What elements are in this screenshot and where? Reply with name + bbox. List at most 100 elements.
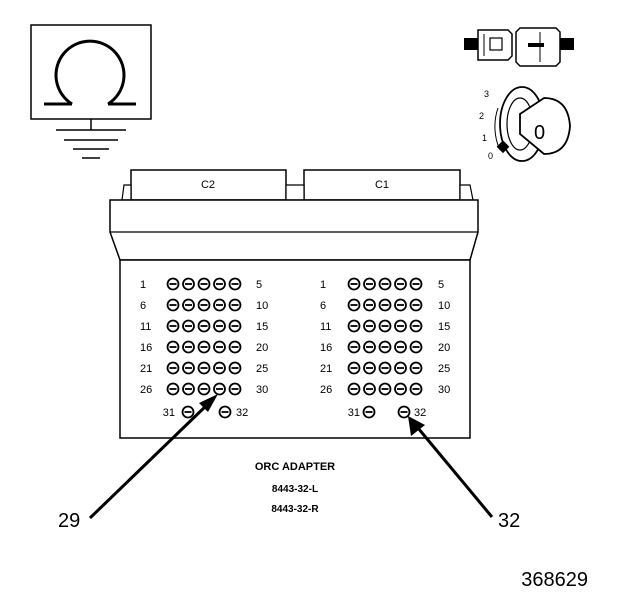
callout-arrow-right: [408, 416, 494, 518]
figure-number: 368629: [521, 569, 588, 591]
callout-label-left: 29: [58, 510, 80, 532]
pin-terminal: [166, 361, 180, 375]
pin-row-end-label: 25: [256, 363, 268, 375]
pin-terminal: [228, 361, 242, 375]
pin-row-start-label: 1: [320, 279, 326, 291]
pin-terminal: [228, 319, 242, 333]
ignition-position-3: 3: [484, 89, 489, 99]
pin-terminal: [347, 298, 361, 312]
pin-terminal: [363, 298, 376, 312]
pin-terminal: [181, 405, 195, 419]
pin-terminal: [378, 277, 392, 291]
pin-terminal: [347, 277, 361, 291]
pin-row-start-label: 1: [140, 279, 146, 291]
pin-terminal: [409, 277, 423, 291]
pin-row-start-label: 26: [320, 384, 332, 396]
pin-terminal: [197, 277, 211, 291]
pin-terminal: [228, 340, 242, 354]
pin-31-label: 31: [163, 407, 175, 419]
pin-terminal: [394, 319, 407, 333]
pin-row-end-label: 5: [438, 279, 444, 291]
adapter-part-right: 8443-32-R: [271, 504, 319, 515]
pin-row-start-label: 11: [140, 321, 151, 333]
pin-row-end-label: 25: [438, 363, 450, 375]
connector-icon: [464, 27, 574, 67]
pin-row-end-label: 15: [256, 321, 268, 333]
pin-terminal: [378, 319, 392, 333]
pin-terminal: [213, 319, 226, 333]
pin-terminal: [409, 382, 423, 396]
pin-terminal: [394, 382, 407, 396]
ignition-position-1: 1: [482, 133, 487, 143]
pin-terminal: [378, 340, 392, 354]
pin-terminal: [347, 319, 361, 333]
pin-terminal: [397, 405, 411, 419]
pin-row-start-label: 21: [140, 363, 152, 375]
pin-row-end-label: 15: [438, 321, 450, 333]
pin-row-end-label: 10: [438, 300, 450, 312]
pin-terminal: [228, 382, 242, 396]
ignition-key-icon: 3 2 1 0 0: [479, 86, 571, 162]
pin-terminal: [363, 277, 376, 291]
ground-icon: [56, 119, 126, 159]
pin-terminal: [363, 340, 376, 354]
pin-terminal: [197, 382, 211, 396]
pin-terminal: [347, 340, 361, 354]
pin-terminal: [378, 298, 392, 312]
pin-terminal: [362, 405, 376, 419]
ignition-key-position-label: 0: [534, 122, 545, 144]
pin-terminal: [166, 298, 180, 312]
pin-row-start-label: 26: [140, 384, 152, 396]
pin-terminal: [409, 319, 423, 333]
pin-terminal: [378, 382, 392, 396]
pin-terminal: [363, 361, 376, 375]
pin-row-end-label: 20: [256, 342, 268, 354]
pin-row-start-label: 21: [320, 363, 332, 375]
pin-terminal: [197, 319, 211, 333]
pin-terminal: [166, 319, 180, 333]
pin-row-start-label: 6: [320, 300, 326, 312]
pin-terminal: [213, 382, 226, 396]
pin-terminal: [409, 340, 423, 354]
ohmmeter-icon: [30, 24, 152, 120]
pin-terminal: [363, 319, 376, 333]
pin-terminal: [213, 277, 226, 291]
pin-32-label: 32: [236, 407, 248, 419]
pin-32-label: 32: [414, 407, 426, 419]
pin-terminal: [213, 361, 226, 375]
connector-c1-label: C1: [375, 179, 389, 191]
ignition-position-0: 0: [488, 151, 493, 161]
pin-terminal: [394, 298, 407, 312]
pin-row-start-label: 11: [320, 321, 331, 333]
pin-row-end-label: 20: [438, 342, 450, 354]
pin-terminal: [166, 340, 180, 354]
pin-row-end-label: 5: [256, 279, 262, 291]
adapter-title: ORC ADAPTER: [255, 461, 335, 473]
pin-terminal: [213, 340, 226, 354]
pin-terminal: [218, 405, 232, 419]
adapter-housing: [109, 169, 479, 439]
pin-row-end-label: 30: [438, 384, 450, 396]
pin-terminal: [363, 382, 376, 396]
pin-terminal: [409, 361, 423, 375]
pin-terminal: [182, 319, 195, 333]
pin-terminal: [182, 340, 195, 354]
pin-terminal: [228, 298, 242, 312]
pin-terminal: [182, 361, 195, 375]
pin-terminal: [197, 340, 211, 354]
callout-arrow-left: [88, 394, 218, 520]
pin-terminal: [347, 361, 361, 375]
pin-terminal: [394, 361, 407, 375]
pin-terminal: [213, 298, 226, 312]
pin-31-label: 31: [348, 407, 360, 419]
pin-terminal: [182, 298, 195, 312]
pin-terminal: [166, 382, 180, 396]
pin-terminal: [197, 361, 211, 375]
ignition-position-2: 2: [479, 111, 484, 121]
pin-terminal: [182, 382, 195, 396]
pin-terminal: [394, 340, 407, 354]
pin-terminal: [378, 361, 392, 375]
